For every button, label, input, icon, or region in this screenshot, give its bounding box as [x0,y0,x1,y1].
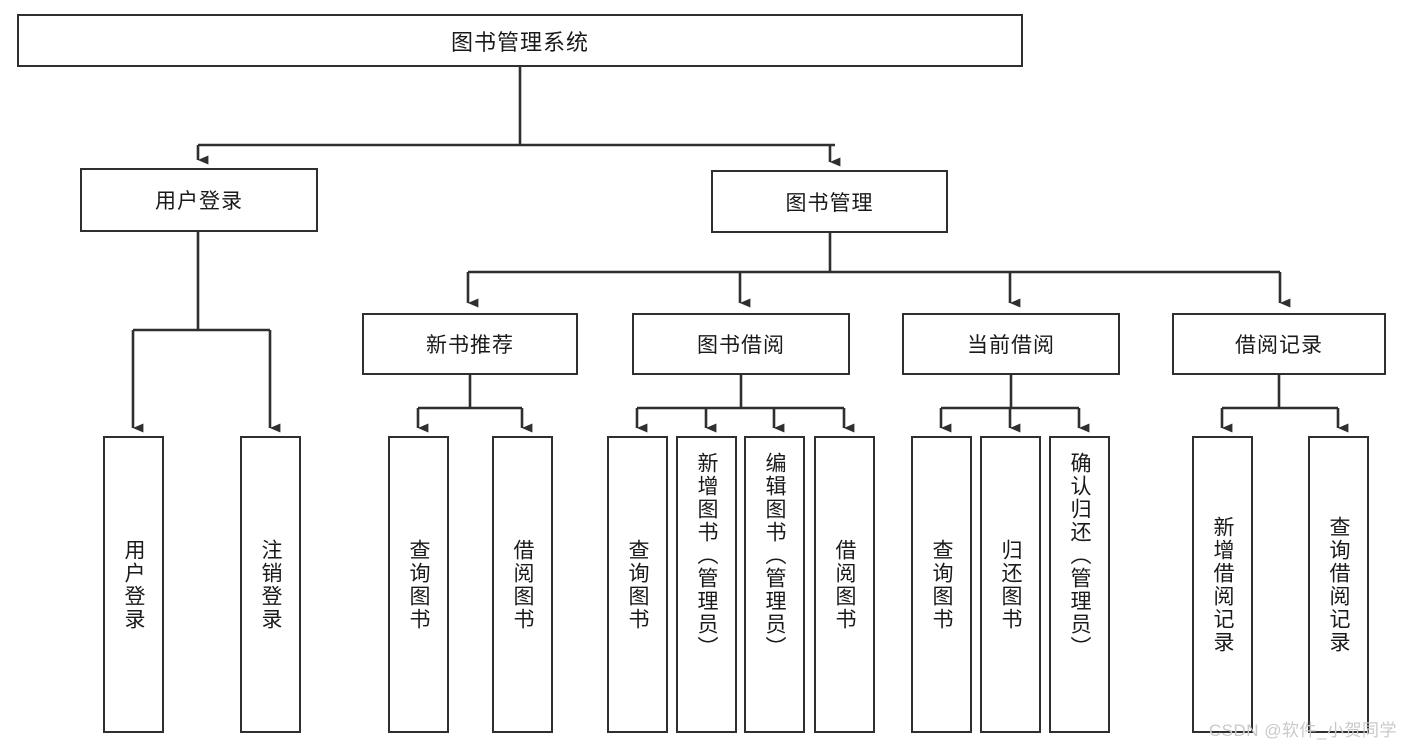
leaf-query-book-2[interactable]: 查询图书 [607,436,668,733]
node-label: 图书管理系统 [450,29,589,55]
leaf-label: 借阅图书 [511,538,534,631]
leaf-label: 查询图书 [626,538,649,631]
leaf-label: 新增图书（管理员） [695,452,718,659]
leaf-query-book-3[interactable]: 查询图书 [911,436,972,733]
leaf-edit-book[interactable]: 编辑图书（管理员） [744,436,805,733]
node-label: 新书推荐 [426,334,514,357]
leaf-label: 归还图书 [999,538,1022,631]
leaf-label: 查询借阅记录 [1327,515,1350,654]
leaf-label: 查询图书 [407,538,430,631]
leaf-label: 编辑图书（管理员） [763,452,786,659]
node-borrow-record[interactable]: 借阅记录 [1172,313,1386,375]
leaf-query-record[interactable]: 查询借阅记录 [1308,436,1369,733]
leaf-return-book[interactable]: 归还图书 [980,436,1041,733]
leaf-label: 注销登录 [259,538,282,631]
leaf-label: 查询图书 [930,538,953,631]
leaf-logout[interactable]: 注销登录 [240,436,301,733]
leaf-borrow-book-1[interactable]: 借阅图书 [492,436,553,733]
node-label: 当前借阅 [967,334,1055,357]
leaf-user-login[interactable]: 用户登录 [103,436,164,733]
leaf-confirm-return[interactable]: 确认归还（管理员） [1049,436,1110,733]
leaf-add-book[interactable]: 新增图书（管理员） [676,436,737,733]
node-user-login[interactable]: 用户登录 [80,168,318,232]
leaf-label: 新增借阅记录 [1211,515,1234,654]
node-label: 图书借阅 [697,334,785,357]
leaf-query-book-1[interactable]: 查询图书 [388,436,449,733]
leaf-borrow-book-2[interactable]: 借阅图书 [814,436,875,733]
leaf-label: 确认归还（管理员） [1068,452,1091,659]
leaf-label: 用户登录 [122,538,145,631]
node-book-borrow[interactable]: 图书借阅 [632,313,850,375]
node-new-book-rec[interactable]: 新书推荐 [362,313,578,375]
node-label: 用户登录 [155,190,243,213]
node-label: 借阅记录 [1235,334,1323,357]
leaf-label: 借阅图书 [833,538,856,631]
node-book-manage[interactable]: 图书管理 [711,170,948,233]
node-label: 图书管理 [785,191,874,215]
node-book-management-system[interactable]: 图书管理系统 [17,14,1023,67]
node-current-borrow[interactable]: 当前借阅 [902,313,1120,375]
leaf-add-record[interactable]: 新增借阅记录 [1192,436,1253,733]
